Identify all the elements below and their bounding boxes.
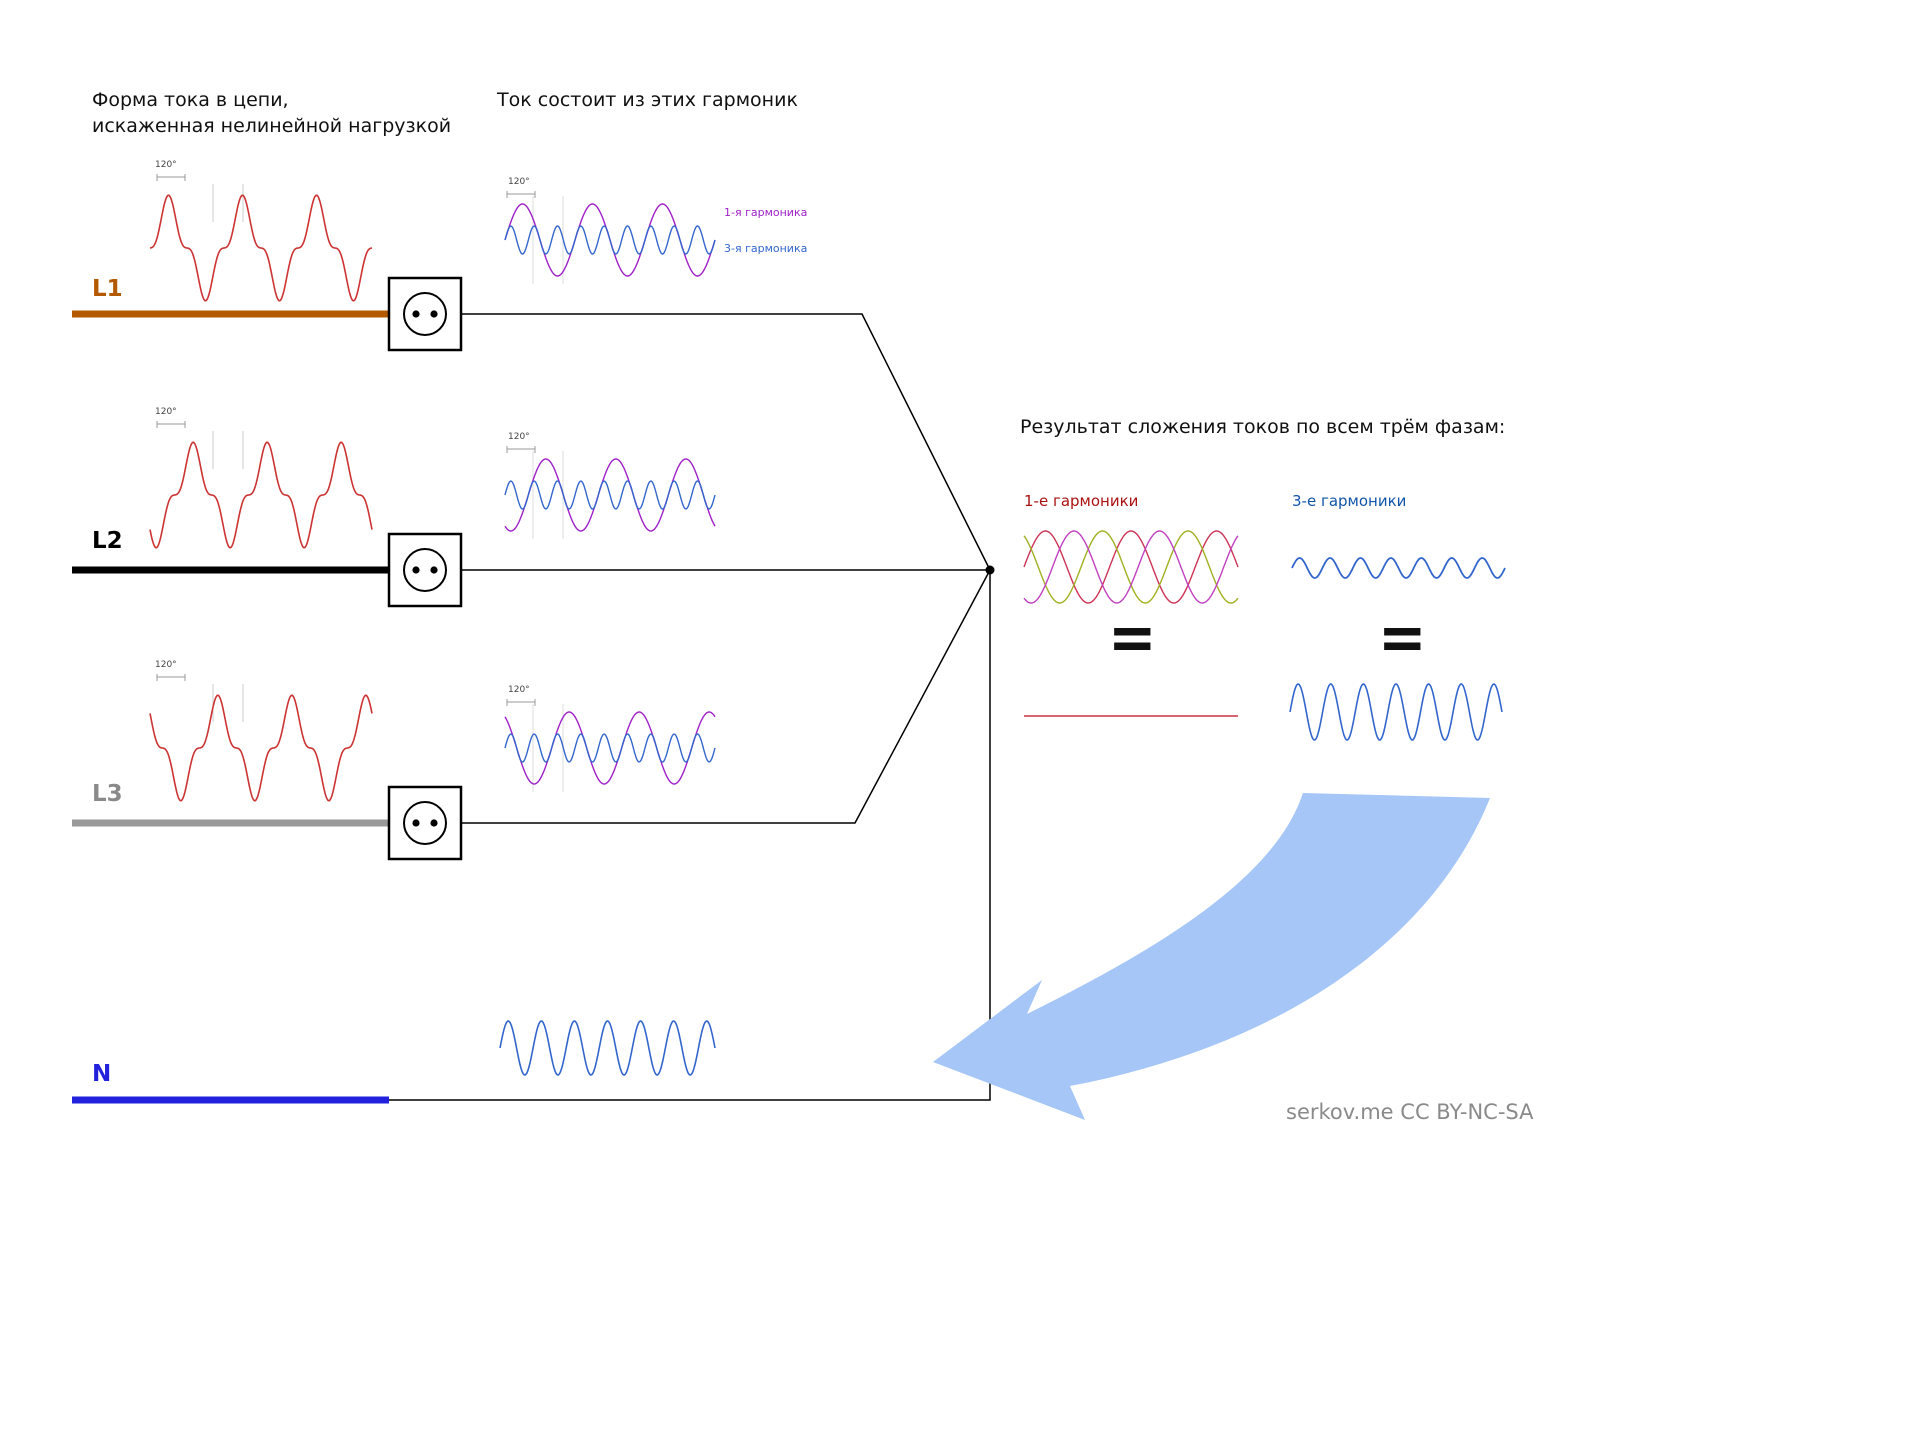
equals-sign-first: = (1108, 598, 1157, 676)
phase-markers-l3 (212, 684, 244, 722)
distorted-wave-l1 (149, 194, 373, 302)
angle-label-l2: 120° (155, 407, 177, 417)
wire-l3 (461, 569, 991, 824)
sum-first-harmonic-phase-a (1023, 530, 1239, 604)
angle-label-mid-l2: 120° (508, 432, 530, 442)
wire-neutral (389, 570, 991, 1101)
angle-label-mid-l3: 120° (508, 685, 530, 695)
angle-bracket-l2 (156, 421, 186, 428)
harmonic1-wave-l2 (504, 458, 716, 532)
harmonic3-wave-l2 (504, 480, 716, 510)
junction-dot (985, 565, 995, 575)
third-harmonics-sum-wave (1289, 683, 1503, 741)
phase-label-l3: L3 (92, 781, 123, 807)
socket-icon-l3 (387, 785, 463, 861)
angle-bracket-l1 (156, 174, 186, 181)
wire-l1 (461, 313, 991, 571)
angle-bracket-mid-l2 (506, 446, 536, 453)
angle-label-l3: 120° (155, 660, 177, 670)
attribution: serkov.me CC BY-NC-SA (1286, 1100, 1534, 1124)
middle-column-title: Ток состоит из этих гармоник (497, 89, 798, 111)
phase-markers-mid-l1 (532, 196, 564, 284)
harmonic3-wave-l1 (504, 225, 716, 255)
result-title: Результат сложения токов по всем трём фа… (1020, 416, 1506, 438)
sum-third-harmonics-ripple (1291, 557, 1506, 579)
first-harmonics-label: 1-е гармоники (1024, 492, 1139, 510)
left-title-line1: Форма тока в цепи, (92, 89, 289, 111)
big-arrow-to-neutral (933, 793, 1490, 1120)
socket-icon-l1 (387, 276, 463, 352)
phase-markers-l1 (212, 184, 244, 222)
left-column-title: Форма тока в цепи, искаженная нелинейной… (92, 88, 451, 139)
harmonic1-wave-l3 (504, 711, 716, 785)
socket-icon-l2 (387, 532, 463, 608)
phase-label-neutral: N (92, 1061, 112, 1087)
phase-label-l2: L2 (92, 528, 123, 554)
left-title-line2: искаженная нелинейной нагрузкой (92, 114, 452, 137)
phase-markers-l2 (212, 431, 244, 469)
angle-bracket-mid-l3 (506, 699, 536, 706)
first-harmonic-legend: 1-я гармоника (724, 206, 808, 219)
distorted-wave-l2 (149, 441, 373, 549)
third-harmonic-legend: 3-я гармоника (724, 242, 808, 255)
angle-bracket-mid-l1 (506, 191, 536, 198)
third-harmonics-label: 3-е гармоники (1292, 492, 1407, 510)
angle-label-l1: 120° (155, 160, 177, 170)
neutral-current-wave (499, 1020, 716, 1076)
angle-label-mid-l1: 120° (508, 177, 530, 187)
sum-first-harmonic-phase-c (1023, 530, 1239, 604)
phase-markers-mid-l2 (532, 451, 564, 539)
distorted-wave-l3 (149, 694, 373, 802)
harmonic3-wave-l3 (504, 733, 716, 763)
angle-bracket-l3 (156, 674, 186, 681)
equals-sign-third: = (1378, 598, 1427, 676)
phase-markers-mid-l3 (532, 704, 564, 792)
phase-label-l1: L1 (92, 276, 123, 302)
